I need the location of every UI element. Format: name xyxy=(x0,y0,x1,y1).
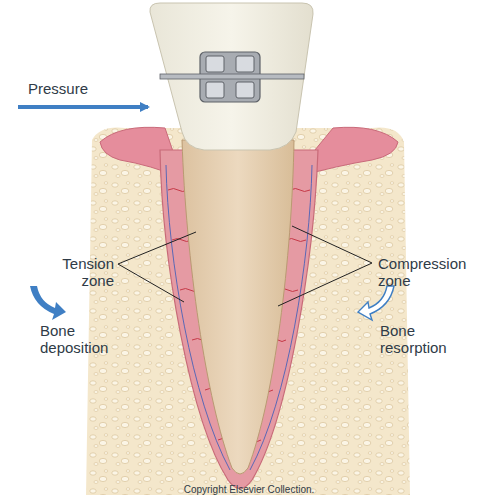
pressure-arrow xyxy=(18,105,148,109)
resorption-arrow xyxy=(358,286,394,320)
zone-label: Compression zone xyxy=(378,255,478,289)
tooth-crown xyxy=(150,3,313,150)
zone-label: Tension zone xyxy=(28,255,114,289)
deposition-arrow xyxy=(30,286,66,320)
copyright-note: Copyright Elsevier Collection. xyxy=(139,484,359,496)
process-label: Bone resorption xyxy=(380,322,470,356)
force-label: Pressure xyxy=(28,80,118,97)
archwire xyxy=(160,74,304,79)
process-label: Bone deposition xyxy=(40,322,130,356)
tooth-root xyxy=(182,140,294,474)
leader-line xyxy=(118,226,372,306)
alveolar-bone xyxy=(86,128,410,496)
